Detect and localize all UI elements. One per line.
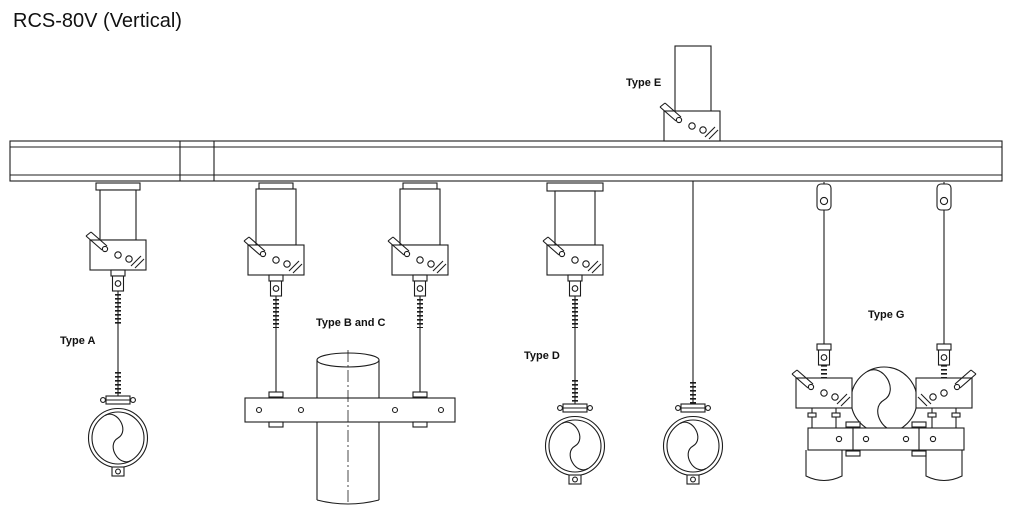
clamp-housing	[791, 369, 853, 409]
label-type-e: Type E	[626, 77, 661, 89]
rod-shackle	[936, 183, 952, 211]
support-channel	[244, 397, 456, 423]
type-g-assembly: Type G	[791, 182, 977, 482]
label-type-bc: Type B and C	[316, 317, 386, 329]
pipe-clamp	[544, 403, 606, 485]
clevis-connector	[412, 274, 428, 297]
hanger-body	[399, 188, 441, 246]
clamp-housing	[915, 369, 977, 409]
type-bc-assembly: Type B and C	[243, 182, 456, 505]
beam-plate	[546, 182, 604, 192]
clevis-connector	[268, 274, 284, 297]
label-type-a: Type A	[60, 335, 96, 347]
hanger-body	[674, 45, 712, 113]
rod-shackle	[816, 183, 832, 211]
hanger-body	[99, 189, 137, 241]
pipe-clamp	[662, 403, 724, 485]
clevis-connector	[110, 269, 126, 292]
clevis-connector	[816, 343, 832, 366]
beam-plate	[95, 182, 141, 191]
pipe-stub	[805, 450, 843, 482]
type-a-assembly: Type A	[60, 182, 149, 477]
label-type-g: Type G	[868, 309, 904, 321]
pipe-clamp	[87, 395, 149, 477]
clevis-connector	[567, 274, 583, 297]
type-d-assembly: Type D	[524, 182, 606, 485]
label-type-d: Type D	[524, 350, 560, 362]
pipe-stub	[925, 450, 963, 482]
clevis-connector	[936, 343, 952, 366]
page-title: RCS-80V (Vertical)	[13, 10, 182, 32]
clamp-strap	[807, 427, 965, 451]
hanger-body	[255, 188, 297, 246]
i-beam	[9, 140, 1003, 182]
type-e-assembly: Type E	[626, 45, 724, 485]
hanger-body	[554, 190, 596, 246]
